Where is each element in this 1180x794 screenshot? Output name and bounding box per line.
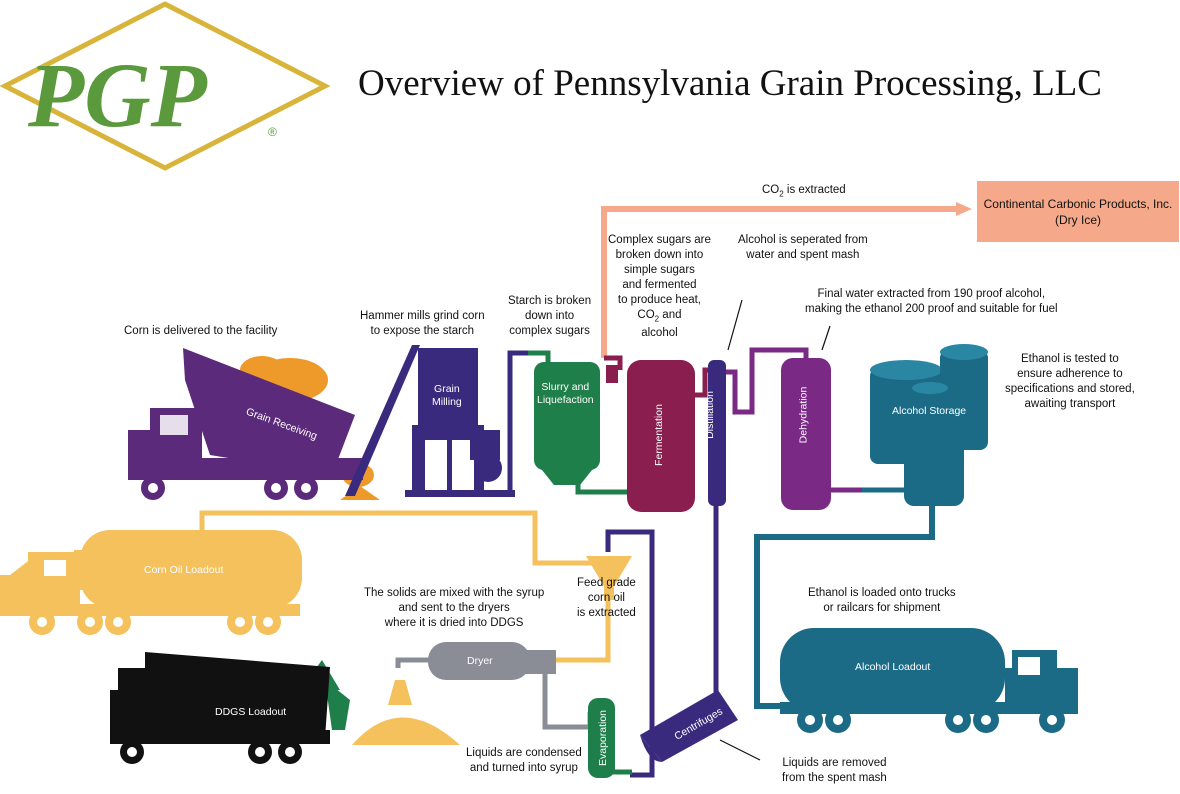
dryer-to-evaporation-pipe — [542, 673, 593, 730]
co2-pipe — [601, 206, 958, 358]
dryer-inlet-pipe — [395, 657, 430, 668]
final-water-pointer — [821, 325, 831, 351]
co2-arrow-icon — [956, 202, 972, 216]
alcohol-storage-label: Alcohol Storage — [892, 405, 967, 417]
slurry-tank — [534, 362, 600, 485]
dryer-label: Dryer — [467, 655, 493, 667]
co2-caption: CO2 is extracted — [762, 184, 846, 199]
evaporation-label: Evaporation — [597, 709, 610, 767]
fermentation-top-pipe — [604, 355, 623, 370]
continental-line1: Continental Carbonic Products, Inc. — [983, 196, 1173, 211]
corn-oil-tanker — [0, 530, 302, 635]
alcohol-sep-pointer — [727, 299, 743, 351]
grain-milling-unit — [345, 345, 515, 497]
alcohol-loadout-label: Alcohol Loadout — [855, 661, 931, 673]
grain-receiving-truck — [128, 348, 380, 500]
alcohol-loadout-tanker — [780, 628, 1078, 733]
corn-oil-funnel — [586, 556, 632, 600]
ddgs-loadout-label: DDGS Loadout — [215, 706, 287, 718]
centrifuges-unit — [640, 690, 738, 762]
slurry-top-pipe — [528, 350, 551, 365]
distillation-column — [708, 360, 726, 506]
distillation-label: Distillation — [703, 391, 716, 439]
logo-registered: ® — [268, 125, 277, 139]
distillation-to-dehydration-pipe — [726, 347, 809, 415]
fermentation-label: Fermentation — [652, 404, 665, 466]
corn-oil-to-dryer-pipe — [555, 600, 611, 663]
pgp-logo: PGP ® — [0, 1, 331, 171]
corn-oil-loadout-label: Corn Oil Loadout — [144, 564, 224, 576]
continental-carbonic-box: Continental Carbonic Products, Inc. (Dry… — [977, 181, 1179, 242]
final-water-caption: Final water extracted from 190 proof alc… — [805, 288, 1058, 315]
milling-to-slurry-pipe — [507, 350, 528, 494]
dehydration-label: Dehydration — [797, 386, 810, 444]
evaporation-tank — [588, 698, 615, 778]
logo-text: PGP — [27, 44, 208, 146]
ddgs-truck — [110, 652, 460, 764]
continental-line2: (Dry Ice) — [1055, 212, 1101, 227]
fermentation-tank — [606, 360, 695, 512]
centrifuge-feed-pipe — [605, 529, 655, 778]
dehydration-tank — [781, 358, 831, 510]
liquids-removed-pointer — [719, 739, 761, 761]
dryer-drum — [428, 642, 556, 680]
corn-delivered-caption: Corn is delivered to the facility — [124, 325, 278, 337]
storage-to-loadout-pipe — [754, 502, 935, 709]
page-title: Overview of Pennsylvania Grain Processin… — [358, 63, 1102, 104]
corn-oil-pipe — [199, 510, 592, 566]
alcohol-storage-tanks — [870, 344, 988, 506]
